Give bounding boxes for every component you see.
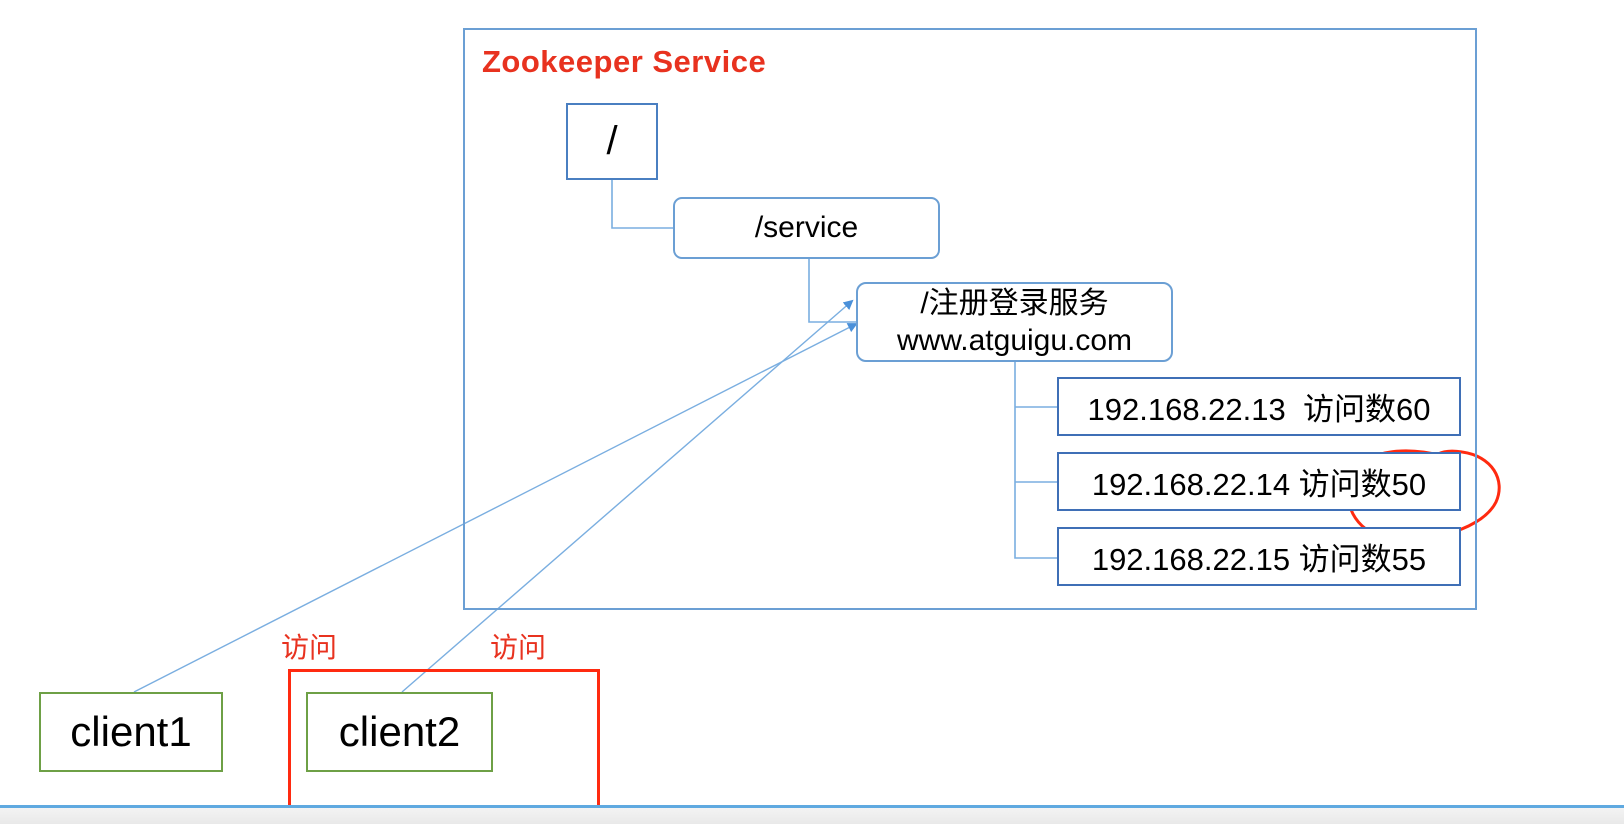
zookeeper-service-frame bbox=[463, 28, 1477, 610]
service-to-login-connector bbox=[808, 259, 856, 323]
client1-label: client1 bbox=[70, 708, 192, 755]
login-service-name: /注册登录服务 bbox=[920, 287, 1109, 320]
client1-access-arrow bbox=[133, 323, 858, 693]
client2-access-arrow bbox=[401, 299, 854, 693]
service-title: Zookeeper Service bbox=[482, 44, 767, 79]
server-node-1-label: 192.168.22.13 访问数60 bbox=[1087, 392, 1431, 427]
client2-label: client2 bbox=[338, 708, 461, 755]
service-znode-label: /service bbox=[754, 211, 859, 244]
login-to-servers-connector bbox=[1014, 362, 1057, 559]
client2-box: client2 bbox=[306, 692, 493, 772]
service-znode: /service bbox=[673, 197, 940, 259]
root-to-service-connector bbox=[611, 180, 673, 229]
root-znode: / bbox=[566, 103, 658, 180]
bottom-player-bar bbox=[0, 805, 1624, 824]
access-label-client1: 访问 bbox=[281, 631, 338, 664]
client1-box: client1 bbox=[39, 692, 223, 772]
root-znode-label: / bbox=[606, 119, 618, 163]
server-node-2-label: 192.168.22.14 访问数50 bbox=[1091, 467, 1427, 502]
server-node-3-label: 192.168.22.15 访问数55 bbox=[1091, 542, 1427, 577]
server-node-3: 192.168.22.15 访问数55 bbox=[1057, 527, 1461, 586]
access-label-client2: 访问 bbox=[490, 631, 547, 664]
server-node-1: 192.168.22.13 访问数60 bbox=[1057, 377, 1461, 436]
login-service-domain: www.atguigu.com bbox=[896, 324, 1133, 357]
server-node-2: 192.168.22.14 访问数50 bbox=[1057, 452, 1461, 511]
login-service-znode: /注册登录服务 www.atguigu.com bbox=[856, 282, 1173, 362]
